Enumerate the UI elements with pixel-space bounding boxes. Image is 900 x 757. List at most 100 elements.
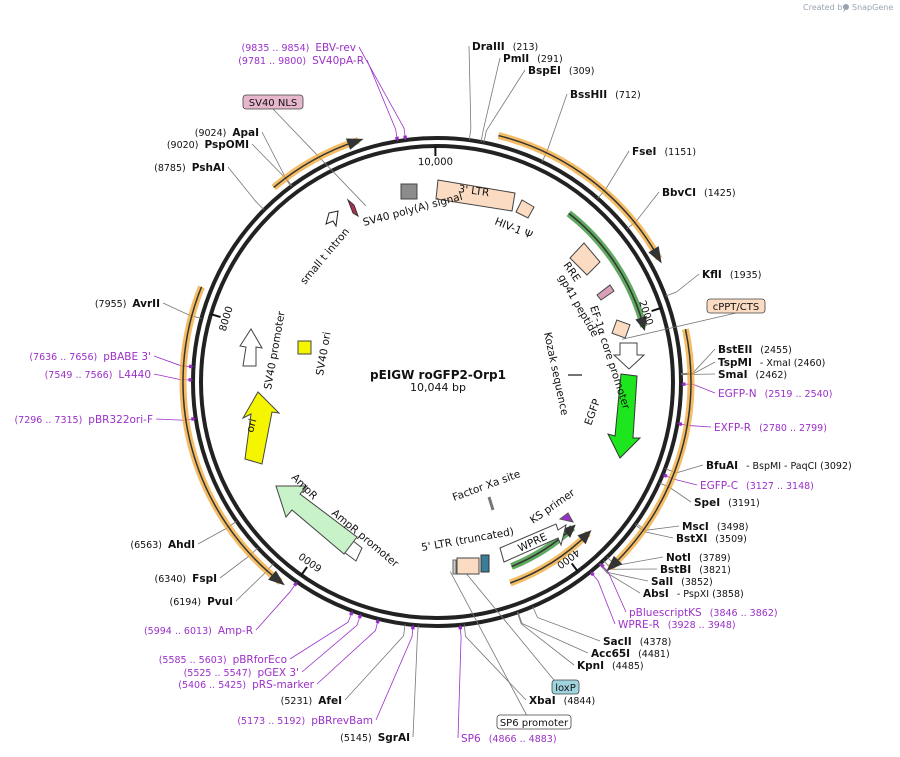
enzyme-label: DraIII(213) — [472, 41, 538, 53]
primer-label: EXFP-R(2780 .. 2799) — [714, 422, 827, 434]
primer-mark — [349, 611, 354, 616]
feature-arc-arrowhead — [648, 246, 662, 264]
enzyme-label: SmaI(2462) — [718, 369, 787, 381]
primer-label: (7549 .. 7566)L4440 — [45, 369, 151, 381]
loxp-feature — [480, 554, 490, 573]
feature-arc-arrowhead — [345, 138, 364, 150]
sv40-nls-feature — [346, 198, 359, 218]
primer-leader — [289, 610, 353, 660]
primer-leader — [375, 624, 414, 721]
rre-feature — [569, 242, 601, 276]
boxed-label-box — [496, 714, 572, 730]
hiv-psi-label: HIV-1 Ψ — [493, 216, 534, 242]
sv40-promoter-arrow — [239, 328, 263, 367]
tick-mark — [651, 306, 662, 312]
ori-arrow — [241, 391, 281, 465]
primer-mark — [357, 614, 362, 619]
tick-label: 6000 — [297, 550, 324, 574]
primer-leader — [301, 613, 362, 673]
primer-label: WPRE-R(3928 .. 3948) — [618, 619, 736, 631]
enzyme-label: NotI(3789) — [666, 552, 731, 564]
enzyme-label: (7955)AvrII — [95, 298, 160, 310]
tick-label: 8000 — [218, 305, 236, 333]
enzyme-label: BfuAI- BspMI - PaqCI (3092) — [706, 460, 852, 472]
enzyme-leader — [517, 612, 589, 654]
boxed-label-box — [551, 679, 580, 695]
feature-arc — [182, 286, 282, 583]
primer-label: pBluescriptKS(3846 .. 3862) — [629, 607, 778, 619]
primer-leader — [358, 46, 406, 141]
enzyme-label: TspMI- XmaI (2460) — [718, 357, 825, 369]
plasmid-size: 10,044 bp — [410, 381, 466, 394]
three-ltr-label: 3' LTR — [458, 183, 490, 199]
feature-arc — [568, 212, 645, 327]
enzyme-label: MscI(3498) — [682, 521, 748, 533]
enzyme-leader — [468, 45, 472, 141]
boxed-label-leader — [449, 571, 535, 730]
enzyme-label: (5145)SgrAI — [340, 732, 410, 744]
feature-arc-arrowhead — [268, 570, 285, 586]
primer-mark — [191, 417, 195, 421]
sv40-ori-feature — [297, 340, 312, 355]
primer-label: (7636 .. 7656)pBABE 3' — [29, 351, 151, 363]
primer-label: (9835 .. 9854)EBV-rev — [242, 42, 357, 54]
primer-mark — [590, 571, 595, 577]
enzyme-label: AbsI- PspXI (3858) — [643, 588, 744, 600]
ks-primer-feature — [558, 512, 574, 523]
feature-arc-arrowhead — [577, 530, 592, 545]
inner-features — [239, 179, 646, 575]
wpre-arrow — [499, 523, 567, 563]
enzyme-label: FseI(1151) — [632, 146, 696, 158]
enzyme-leader — [483, 69, 526, 143]
enzyme-label: BssHII(712) — [570, 89, 641, 101]
enzyme-label: BstXI(3509) — [676, 533, 747, 545]
enzyme-label: BspEI(309) — [528, 65, 594, 77]
factor-xa-label: Factor Xa site — [451, 468, 522, 504]
feature-arcs — [179, 132, 695, 587]
primer-label: (5585 .. 5603)pBRforEco — [159, 654, 287, 666]
enzyme-label: SalI(3852) — [651, 576, 713, 588]
primer-leader — [255, 581, 298, 631]
primer-leader — [599, 563, 627, 613]
primer-mark — [678, 422, 683, 426]
enzyme-leader — [480, 57, 501, 143]
boxed-label-text: SP6 promoter — [500, 718, 569, 729]
feature-arc-arrowhead — [606, 555, 623, 572]
enzyme-label: (8785)PshAI — [154, 162, 225, 174]
ef1a-promoter-arrow — [612, 342, 646, 370]
enzyme-label: Acc65I(4481) — [591, 648, 670, 660]
enzyme-label: (9024)ApaI — [195, 127, 259, 139]
feature-arc-arrowhead — [635, 315, 647, 331]
enzyme-label: SpeI(3191) — [694, 497, 760, 509]
enzyme-label: SacII(4378) — [603, 636, 671, 648]
enzyme-label: (6340)FspI — [155, 573, 217, 585]
primer-leader — [457, 624, 462, 739]
boxed-label-leader — [622, 312, 737, 340]
primer-label: (5406 .. 5425)pRS-marker — [178, 679, 314, 691]
boxed-label-text: loxP — [555, 683, 576, 694]
enzyme-label: KpnI(4485) — [577, 660, 644, 672]
tick-mark — [300, 566, 308, 576]
enzyme-leader — [599, 563, 649, 582]
enzyme-leader — [344, 623, 406, 701]
enzyme-label: PmlI(291) — [503, 53, 563, 65]
ampr-arrow — [275, 485, 358, 555]
primer-label: EGFP-N(2519 .. 2540) — [718, 388, 832, 400]
primer-leader — [366, 59, 398, 142]
boxed-label-text: SV40 NLS — [249, 98, 298, 109]
enzyme-label: BstBI(3821) — [660, 564, 731, 576]
enzyme-leader — [603, 560, 658, 570]
five-ltr-feature — [456, 557, 480, 575]
primer-label: (5994 .. 6013)Amp-R — [144, 625, 253, 637]
enzyme-leader — [227, 166, 265, 211]
sv40-polya-feature — [400, 183, 418, 200]
snapgene-logo-icon — [843, 4, 849, 10]
hiv-psi-feature — [515, 199, 535, 219]
backbone-outer — [191, 136, 683, 628]
primer-labels: (9835 .. 9854)EBV-rev(9781 .. 9800)SV40p… — [14, 42, 832, 745]
enzyme-label: KflI(1935) — [702, 269, 761, 281]
primer-mark — [663, 473, 668, 478]
boxed-label-leader — [463, 569, 566, 695]
enzyme-label: XbaI(4844) — [529, 695, 595, 707]
